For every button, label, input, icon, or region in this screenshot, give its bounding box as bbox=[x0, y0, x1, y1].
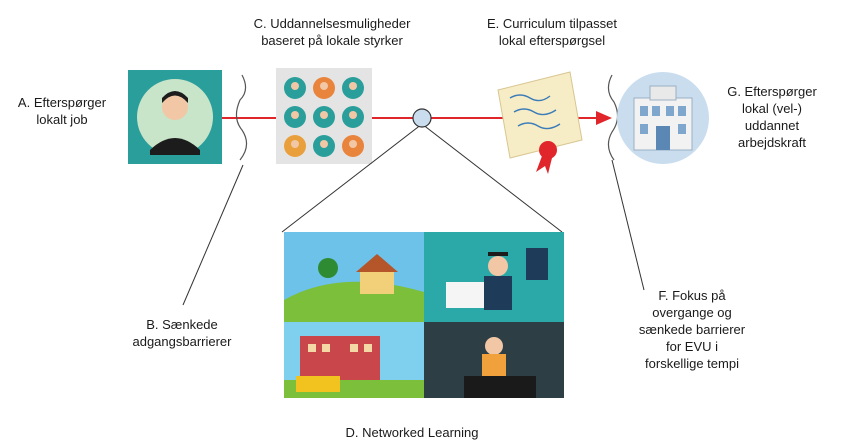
label-a-line2: lokalt job bbox=[36, 112, 87, 127]
label-d-line1: D. Networked Learning bbox=[346, 425, 479, 440]
label-b-line2: adgangsbarrierer bbox=[132, 334, 232, 349]
label-b: B. Sænkede adgangsbarrierer bbox=[132, 317, 232, 349]
label-a: A. Efterspørger lokalt job bbox=[18, 95, 107, 127]
label-b-line1: B. Sænkede bbox=[146, 317, 218, 332]
label-c-line2: baseret på lokale styrker bbox=[261, 33, 403, 48]
school-with-bus-icon bbox=[284, 322, 424, 398]
label-f-line5: forskellige tempi bbox=[645, 356, 739, 371]
label-f: F. Fokus på overgange og sænkede barrier… bbox=[639, 288, 746, 371]
label-f-line4: for EVU i bbox=[666, 339, 718, 354]
label-g-line4: arbejdskraft bbox=[738, 135, 806, 150]
school-building-icon bbox=[617, 72, 709, 164]
label-d: D. Networked Learning bbox=[346, 425, 479, 440]
label-g-line3: uddannet bbox=[745, 118, 800, 133]
label-g-line1: G. Efterspørger bbox=[727, 84, 817, 99]
label-e-line2: lokal efterspørgsel bbox=[499, 33, 605, 48]
label-e: E. Curriculum tilpasset lokal efterspørg… bbox=[487, 16, 617, 48]
person-at-laptop-icon bbox=[424, 322, 564, 398]
label-e-line1: E. Curriculum tilpasset bbox=[487, 16, 617, 31]
diploma-scroll-icon bbox=[497, 71, 583, 174]
networked-learning-panels bbox=[284, 232, 564, 398]
brace-b bbox=[235, 74, 248, 161]
label-a-line1: A. Efterspørger bbox=[18, 95, 107, 110]
online-graduate-icon bbox=[424, 232, 564, 322]
label-f-line1: F. Fokus på bbox=[658, 288, 726, 303]
people-grid-icon bbox=[276, 68, 372, 164]
countryside-house-icon bbox=[284, 232, 424, 322]
pointer-line-f bbox=[611, 159, 645, 291]
network-node-icon bbox=[281, 108, 563, 233]
label-g: G. Efterspørger lokal (vel-) uddannet ar… bbox=[727, 84, 817, 150]
job-seeker-avatar-icon bbox=[128, 70, 222, 164]
label-c: C. Uddannelsesmuligheder baseret på loka… bbox=[254, 16, 411, 48]
pointer-line-b bbox=[182, 164, 244, 306]
label-f-line2: overgange og bbox=[652, 305, 732, 320]
label-f-line3: sænkede barrierer bbox=[639, 322, 746, 337]
label-c-line1: C. Uddannelsesmuligheder bbox=[254, 16, 411, 31]
label-g-line2: lokal (vel-) bbox=[742, 101, 802, 116]
